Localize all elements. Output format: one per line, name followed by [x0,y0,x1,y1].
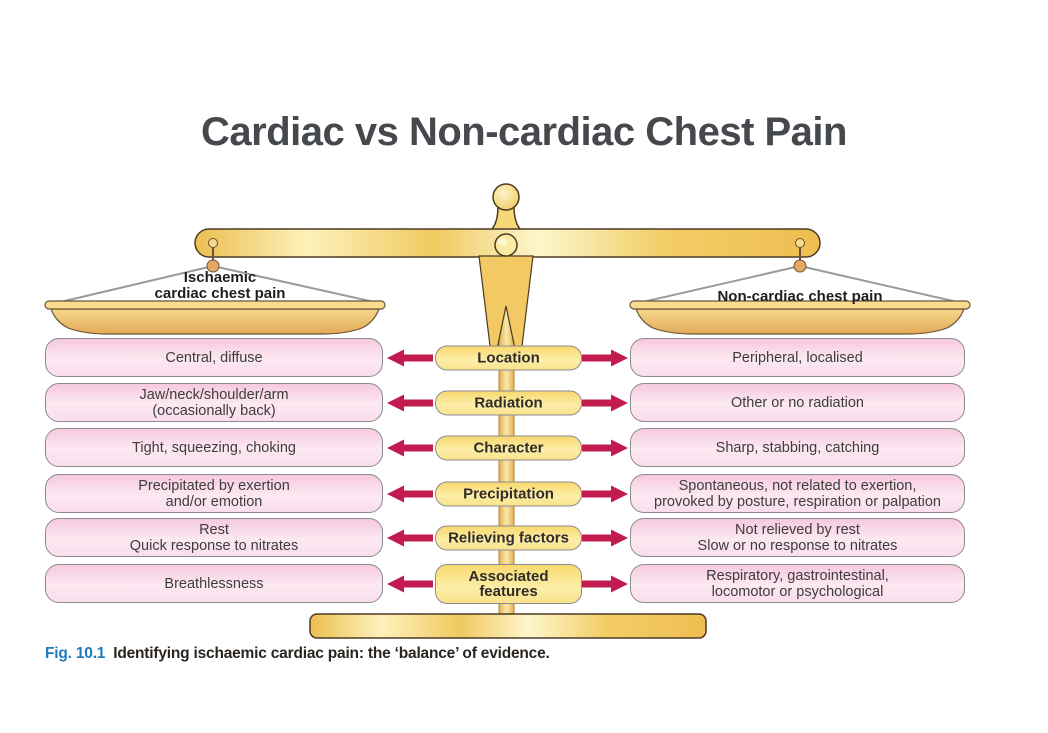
scale-base [309,613,707,639]
page-title: Cardiac vs Non-cardiac Chest Pain [201,110,847,154]
comparison-row-precipitation: Precipitated by exertion and/or emotion … [0,474,1048,513]
feature-text: (occasionally back) [152,402,276,419]
feature-text: Tight, squeezing, choking [132,439,296,456]
left-arrow-icon [387,349,433,366]
feature-text: Central, diffuse [165,349,263,366]
comparison-row-radiation: Jaw/neck/shoulder/arm (occasionally back… [0,383,1048,422]
left-arrow-icon [387,485,433,502]
comparison-row-relieving-factors: Rest Quick response to nitrates Relievin… [0,518,1048,557]
left-pan-label: Ischaemic cardiac chest pain [95,270,345,302]
right-arrow-icon [582,575,628,592]
category-text: Precipitation [463,485,554,502]
category-text: features [479,582,538,600]
comparison-row-character: Tight, squeezing, choking Character Shar… [0,428,1048,467]
feature-text: and/or emotion [165,493,263,510]
left-arrow-icon [387,439,433,456]
category-text: Relieving factors [448,529,569,546]
noncardiac-feature-box: Sharp, stabbing, catching [630,428,965,467]
right-pan-strings [633,265,967,305]
feature-text: Spontaneous, not related to exertion, [678,477,917,494]
feature-text: Peripheral, localised [732,349,863,366]
category-text: Associated [468,567,549,585]
category-text: Radiation [474,394,543,411]
feature-category-label: Character [435,435,582,460]
feature-text: Sharp, stabbing, catching [715,439,880,456]
comparison-row-associated-features: Breathlessness Associated features Respi… [0,563,1048,604]
right-pan-rim [629,300,971,310]
left-arrow-icon [387,394,433,411]
cardiac-feature-box: Precipitated by exertion and/or emotion [45,474,383,513]
feature-text: Breathlessness [164,575,264,592]
feature-text: Not relieved by rest [735,521,860,538]
cardiac-feature-box: Breathlessness [45,564,383,603]
feature-text: Slow or no response to nitrates [697,537,898,554]
right-pan-body [635,308,965,335]
left-pan-label-line: Ischaemic [183,269,257,286]
cardiac-feature-box: Central, diffuse [45,338,383,377]
right-pin-loop [793,259,807,273]
comparison-row-location: Central, diffuse Location Peripheral, lo… [0,338,1048,377]
right-arrow-icon [582,439,628,456]
feature-text: Rest [199,521,229,538]
right-arrow-icon [582,349,628,366]
feature-category-label: Radiation [435,390,582,415]
figure-number: Fig. 10.1 [45,645,106,662]
noncardiac-feature-box: Respiratory, gastrointestinal, locomotor… [630,564,965,603]
feature-text: provoked by posture, respiration or palp… [654,493,941,510]
noncardiac-feature-box: Peripheral, localised [630,338,965,377]
feature-category-label: Associated features [435,563,582,604]
right-arrow-icon [582,485,628,502]
left-pin-loop [206,259,220,273]
figure-caption-text: Identifying ischaemic cardiac pain: the … [113,645,550,662]
category-text: Character [473,439,544,456]
category-text: Location [477,349,540,366]
left-pan-body [50,308,380,335]
feature-text: locomotor or psychological [711,583,884,600]
cardiac-feature-box: Jaw/neck/shoulder/arm (occasionally back… [45,383,383,422]
right-pan-label: Non-cardiac chest pain [717,288,883,305]
left-pan-label-line: cardiac chest pain [154,285,286,302]
scale-pivot-highlight [498,238,508,246]
noncardiac-feature-box: Other or no radiation [630,383,965,422]
right-pin-head [795,238,805,248]
feature-category-label: Precipitation [435,481,582,506]
cardiac-feature-box: Tight, squeezing, choking [45,428,383,467]
right-arrow-icon [582,529,628,546]
feature-category-label: Location [435,345,582,370]
left-pan-rim [44,300,386,310]
left-arrow-icon [387,529,433,546]
feature-text: Other or no radiation [731,394,864,411]
feature-text: Respiratory, gastrointestinal, [706,567,889,584]
feature-category-label: Relieving factors [435,525,582,550]
feature-text: Jaw/neck/shoulder/arm [139,386,289,403]
feature-text: Precipitated by exertion [138,477,290,494]
left-pan-strings [51,265,384,305]
feature-text: Quick response to nitrates [129,537,299,554]
left-pin-head [208,238,218,248]
figure-caption: Fig. 10.1 Identifying ischaemic cardiac p… [45,645,550,663]
right-arrow-icon [582,394,628,411]
noncardiac-feature-box: Not relieved by rest Slow or no response… [630,518,965,557]
left-arrow-icon [387,575,433,592]
noncardiac-feature-box: Spontaneous, not related to exertion, pr… [630,474,965,513]
scale-knob [492,183,520,211]
cardiac-feature-box: Rest Quick response to nitrates [45,518,383,557]
